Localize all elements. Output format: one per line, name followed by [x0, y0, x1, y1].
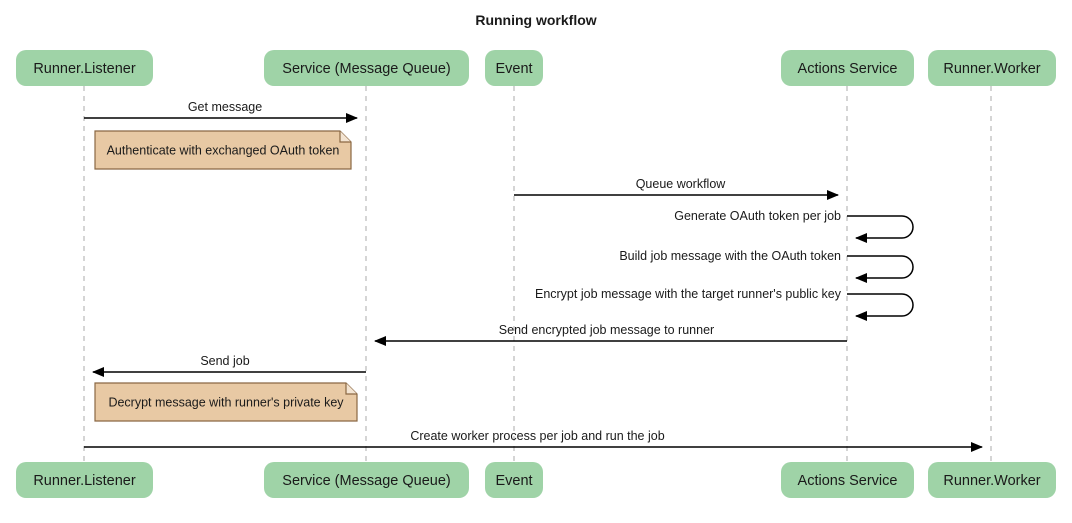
participant-box	[928, 462, 1056, 498]
participant-label: Runner.Listener	[33, 61, 136, 77]
message-label: Get message	[188, 100, 262, 114]
participant-box	[781, 50, 914, 86]
participant-label: Runner.Worker	[943, 61, 1040, 77]
participant-actions-service-top[interactable]: Actions Service	[781, 50, 914, 86]
message-label: Create worker process per job and run th…	[410, 429, 664, 443]
message-label: Send encrypted job message to runner	[499, 323, 714, 337]
message-get-message[interactable]: Get message	[84, 100, 358, 123]
message-build-job-message[interactable]: Build job message with the OAuth token	[619, 249, 914, 283]
participant-event-bottom[interactable]: Event	[485, 462, 543, 498]
message-send-job[interactable]: Send job	[92, 354, 366, 377]
participant-box	[16, 462, 153, 498]
participant-label: Actions Service	[798, 61, 898, 77]
message-label: Encrypt job message with the target runn…	[535, 287, 842, 301]
note-body	[94, 130, 352, 170]
participant-runner-worker-bottom[interactable]: Runner.Worker	[928, 462, 1056, 498]
participant-box	[485, 462, 543, 498]
self-loop-path	[847, 255, 914, 283]
participant-runner-listener-top[interactable]: Runner.Listener	[16, 50, 153, 86]
message-label: Build job message with the OAuth token	[619, 249, 841, 263]
participant-service-queue-bottom[interactable]: Service (Message Queue)	[264, 462, 469, 498]
note-authenticate[interactable]: Authenticate with exchanged OAuth token	[94, 130, 352, 170]
participant-label: Runner.Listener	[33, 473, 136, 489]
lifelines-layer	[83, 86, 992, 462]
participant-box	[264, 50, 469, 86]
note-label: Authenticate with exchanged OAuth token	[107, 143, 340, 157]
participant-label: Actions Service	[798, 473, 898, 489]
message-encrypt-job-message[interactable]: Encrypt job message with the target runn…	[535, 287, 914, 321]
participant-box	[485, 50, 543, 86]
participant-label: Service (Message Queue)	[282, 473, 450, 489]
message-label: Generate OAuth token per job	[674, 209, 841, 223]
page-title: Running workflow	[475, 12, 596, 28]
participant-runner-worker-top[interactable]: Runner.Worker	[928, 50, 1056, 86]
message-queue-workflow[interactable]: Queue workflow	[514, 177, 839, 200]
note-label: Decrypt message with runner's private ke…	[108, 395, 344, 409]
message-label: Queue workflow	[636, 177, 727, 191]
participant-runner-listener-bottom[interactable]: Runner.Listener	[16, 462, 153, 498]
message-label: Send job	[200, 354, 249, 368]
participant-box	[264, 462, 469, 498]
participant-service-queue-top[interactable]: Service (Message Queue)	[264, 50, 469, 86]
note-decrypt[interactable]: Decrypt message with runner's private ke…	[94, 382, 358, 422]
self-loop-path	[847, 293, 914, 321]
participant-box	[16, 50, 153, 86]
participant-label: Event	[495, 473, 532, 489]
participant-label: Service (Message Queue)	[282, 61, 450, 77]
participant-actions-service-bottom[interactable]: Actions Service	[781, 462, 914, 498]
participant-box	[781, 462, 914, 498]
message-create-worker-process[interactable]: Create worker process per job and run th…	[84, 429, 983, 452]
note-fold-corner-icon	[339, 131, 351, 143]
message-generate-oauth-token[interactable]: Generate OAuth token per job	[674, 209, 914, 243]
notes-layer: Authenticate with exchanged OAuth tokenD…	[94, 130, 358, 422]
participant-event-top[interactable]: Event	[485, 50, 543, 86]
message-send-encrypted-job-message[interactable]: Send encrypted job message to runner	[374, 323, 847, 346]
participant-label: Event	[495, 61, 532, 77]
note-fold-corner-icon	[345, 383, 357, 395]
self-loop-path	[847, 215, 914, 243]
note-body	[94, 382, 358, 422]
participant-box	[928, 50, 1056, 86]
participant-label: Runner.Worker	[943, 473, 1040, 489]
